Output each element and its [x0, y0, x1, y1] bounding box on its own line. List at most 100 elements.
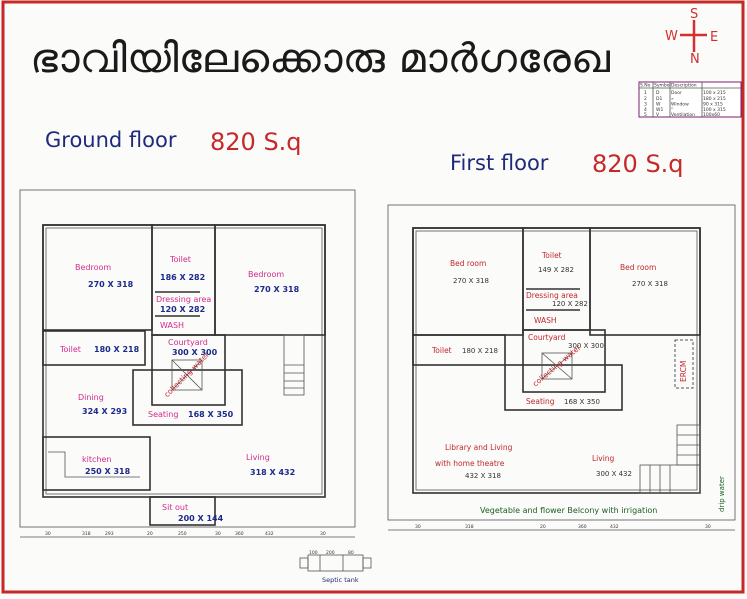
svg-text:90 x 315: 90 x 315	[703, 102, 723, 108]
svg-text:186 X 282: 186 X 282	[160, 273, 205, 282]
svg-text:180 x 215: 180 x 215	[703, 96, 726, 102]
svg-text:120 X 282: 120 X 282	[552, 300, 588, 308]
svg-text:149 X 282: 149 X 282	[538, 266, 574, 274]
svg-text:Septic tank: Septic tank	[322, 576, 359, 584]
svg-text:324 X 293: 324 X 293	[82, 407, 127, 416]
svg-text:": "	[671, 107, 673, 113]
svg-text:Living: Living	[592, 454, 615, 463]
svg-text:30: 30	[215, 531, 221, 537]
room-sitout: Sit out 200 X 144	[149, 496, 224, 526]
first-floor-area: 820 S.q	[592, 150, 684, 178]
svg-text:Toilet: Toilet	[59, 345, 81, 354]
svg-text:»: »	[671, 97, 674, 102]
svg-text:W: W	[665, 29, 678, 44]
svg-text:120 X 282: 120 X 282	[160, 305, 205, 314]
svg-text:20: 20	[147, 531, 153, 537]
svg-text:Library and Living: Library and Living	[445, 443, 513, 452]
svg-text:432: 432	[610, 524, 619, 530]
svg-text:Bedroom: Bedroom	[248, 270, 284, 279]
room-bedroom-left: Bedroom 270 X 318	[42, 224, 153, 331]
svg-text:30: 30	[415, 524, 421, 530]
first-floor-label: First floor	[450, 151, 549, 175]
svg-text:318: 318	[82, 531, 91, 537]
svg-text:D: D	[656, 90, 660, 96]
svg-text:3: 3	[644, 102, 647, 108]
ercm: ERCM	[674, 339, 694, 389]
room-bedroom-right-ff: Bed room 270 X 318	[589, 227, 701, 336]
svg-text:W: W	[656, 102, 661, 108]
svg-text:200: 200	[326, 550, 335, 556]
stairs	[283, 334, 305, 396]
svg-text:100: 100	[309, 550, 318, 556]
svg-text:2: 2	[644, 96, 647, 102]
svg-text:4: 4	[644, 107, 647, 113]
svg-text:S: S	[690, 7, 698, 22]
svg-text:30: 30	[45, 531, 51, 537]
ground-floor-plan: Bedroom 270 X 318 Toilet 186 X 282 Dressin…	[19, 189, 356, 538]
room-toilet-left: Toilet 180 X 218	[42, 330, 146, 366]
svg-text:with home theatre: with home theatre	[435, 459, 505, 468]
svg-text:Courtyard: Courtyard	[168, 338, 208, 347]
ground-floor-area: 820 S.q	[210, 128, 302, 156]
svg-text:180 X 218: 180 X 218	[94, 345, 140, 354]
svg-text:318 X 432: 318 X 432	[250, 468, 295, 477]
svg-text:WASH: WASH	[534, 316, 557, 325]
svg-text:318: 318	[465, 524, 474, 530]
svg-text:360: 360	[235, 531, 244, 537]
svg-text:270 X 318: 270 X 318	[632, 280, 668, 288]
svg-text:Sit out: Sit out	[162, 503, 188, 512]
svg-text:168 X 350: 168 X 350	[564, 398, 600, 406]
svg-text:WASH: WASH	[160, 321, 184, 330]
svg-text:V: V	[656, 112, 660, 118]
svg-text:Bed room: Bed room	[620, 263, 656, 272]
stairs-ff	[639, 424, 701, 494]
svg-text:Dressing area: Dressing area	[156, 295, 211, 304]
svg-text:80: 80	[348, 550, 354, 556]
svg-text:Toilet: Toilet	[169, 255, 191, 264]
svg-text:Courtyard: Courtyard	[528, 333, 566, 342]
svg-text:Door: Door	[671, 90, 682, 96]
svg-text:Seating: Seating	[148, 410, 178, 419]
svg-text:Bedroom: Bedroom	[75, 263, 111, 272]
balcony-label: Vegetable and flower Belcony with irriga…	[480, 506, 657, 515]
svg-text:30: 30	[705, 524, 711, 530]
septic-tank: 100 200 80 Septic tank	[299, 550, 372, 584]
svg-text:200 X 144: 200 X 144	[178, 514, 224, 523]
svg-text:Dressing area: Dressing area	[526, 291, 578, 300]
drip-water-label: drip water	[718, 476, 726, 512]
svg-text:E: E	[710, 30, 718, 45]
svg-text:270 X 318: 270 X 318	[88, 280, 134, 289]
legend-row: 1 D Door 100 x 215	[644, 90, 726, 96]
first-floor-plan: Bed room 270 X 318 Toilet 149 X 282 Dressi…	[387, 204, 736, 531]
svg-text:250 X 318: 250 X 318	[85, 467, 131, 476]
svg-text:360: 360	[578, 524, 587, 530]
svg-text:100 x 315: 100 x 315	[703, 107, 726, 113]
ground-floor-label: Ground floor	[45, 128, 177, 152]
svg-text:Ventilation: Ventilation	[671, 112, 695, 118]
svg-text:5: 5	[644, 112, 647, 118]
svg-text:300 X 300: 300 X 300	[172, 348, 218, 357]
svg-text:N: N	[690, 52, 700, 67]
compass-icon: S W E N	[665, 7, 718, 67]
page-title: ഭാവിയിലേക്കൊരു മാർഗരേഖ	[30, 36, 611, 82]
svg-text:Symbol: Symbol	[654, 83, 671, 89]
svg-text:100 x 215: 100 x 215	[703, 90, 726, 96]
svg-text:100x60: 100x60	[703, 112, 720, 118]
room-toilet-left-ff: Toilet 180 X 218	[412, 334, 506, 366]
svg-text:180 X 218: 180 X 218	[462, 347, 498, 355]
svg-text:Toilet: Toilet	[541, 251, 562, 260]
svg-text:Toilet: Toilet	[431, 346, 452, 355]
svg-text:1: 1	[644, 90, 647, 96]
svg-text:Dining: Dining	[78, 393, 104, 402]
